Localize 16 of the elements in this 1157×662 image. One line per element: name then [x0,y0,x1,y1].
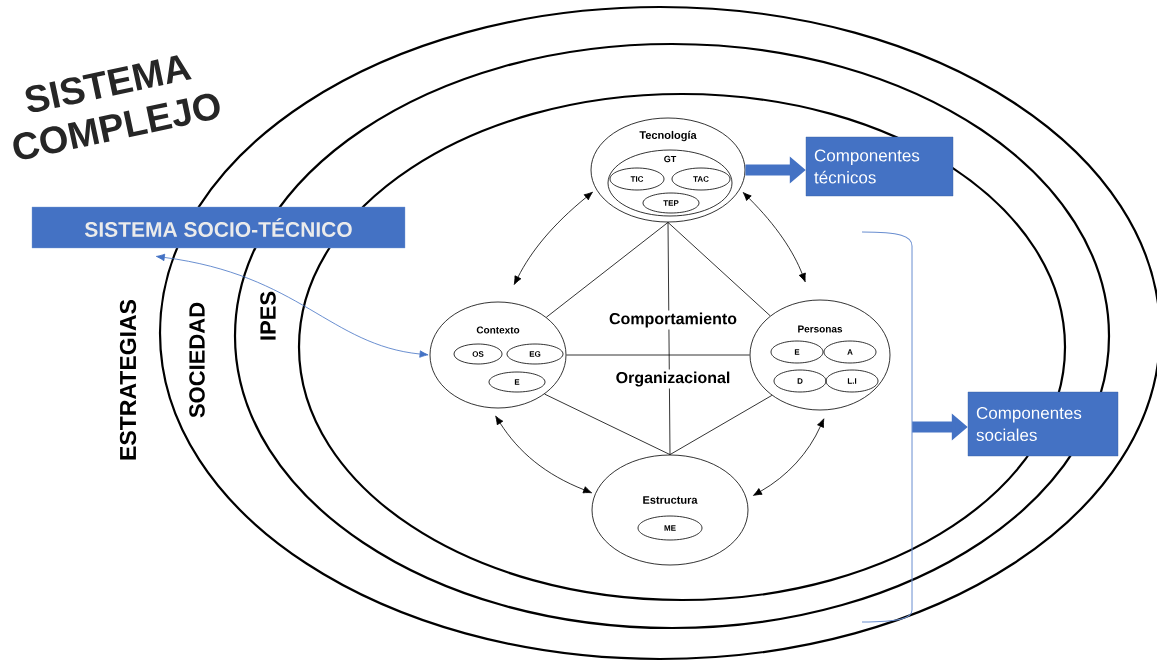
arrow [495,415,593,494]
node-label: ESTRATEGIAS [119,299,137,460]
connector-line [545,222,669,318]
banner: SISTEMA SOCIO-TÉCNICO [31,206,406,249]
arrow [513,191,593,285]
center-label: Comportamiento [607,310,739,330]
arrow [742,192,806,283]
connector-line [669,395,773,455]
connector-line [544,393,671,455]
node-label: SOCIEDAD [189,302,205,418]
arrow [753,418,825,496]
connector-line [566,354,750,356]
center-label: Organizacional [613,369,733,389]
arrow [155,253,429,358]
node-label: IPES [260,291,276,340]
connector-line [667,222,771,317]
